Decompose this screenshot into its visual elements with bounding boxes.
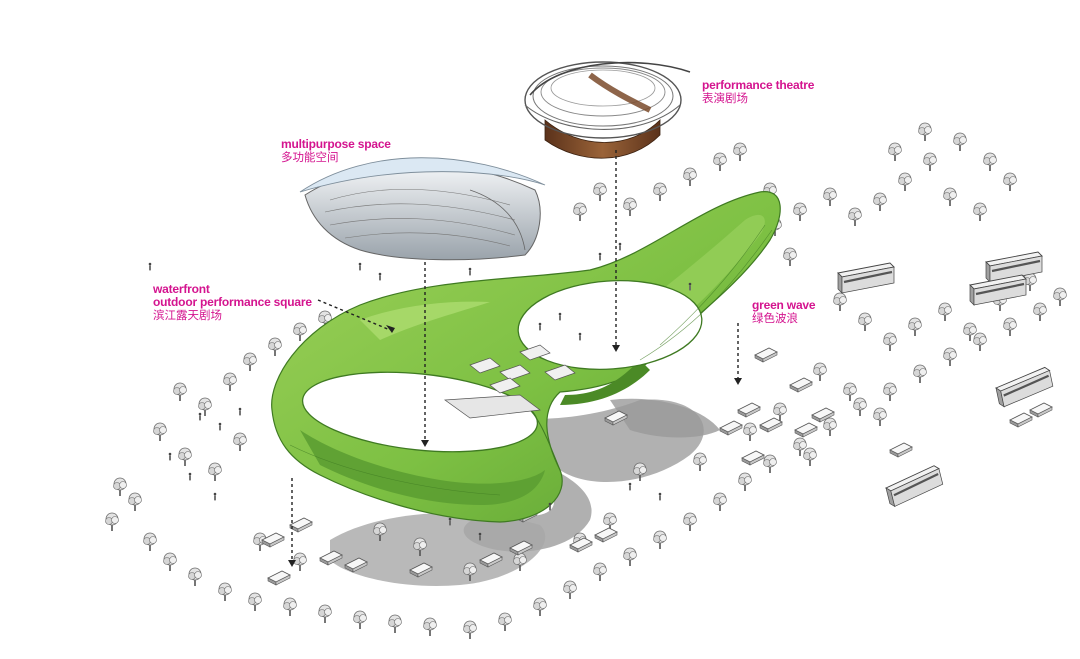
multipurpose-space-shell	[299, 157, 546, 261]
label-multipurpose-space: multipurpose space 多功能空间	[281, 138, 391, 164]
label-green-wave: green wave 绿色波浪	[752, 298, 816, 325]
roof-opening-left	[301, 371, 539, 453]
label-waterfront-square: waterfront outdoor performance square 滨江…	[153, 283, 312, 322]
label-performance-theatre-zh: 表演剧场	[702, 91, 748, 105]
ground-shadow-right	[610, 398, 720, 438]
dashed-leaders	[291, 150, 739, 560]
label-multipurpose-space-zh: 多功能空间	[281, 150, 339, 164]
performance-theatre-shell	[524, 61, 691, 159]
courtyard-pavilions	[444, 344, 576, 419]
label-performance-theatre-en: performance theatre	[702, 78, 815, 92]
arrow-heads	[288, 325, 742, 567]
label-multipurpose-space-en: multipurpose space	[281, 137, 391, 151]
label-waterfront-en-line1: waterfront	[153, 282, 210, 296]
roof-opening-right	[517, 279, 703, 371]
label-waterfront-en-line2: outdoor performance square	[153, 295, 312, 309]
label-green-wave-en: green wave	[752, 298, 816, 312]
label-performance-theatre: performance theatre 表演剧场	[702, 79, 814, 105]
label-green-wave-zh: 绿色波浪	[752, 311, 798, 325]
label-waterfront-zh: 滨江露天剧场	[153, 308, 222, 322]
